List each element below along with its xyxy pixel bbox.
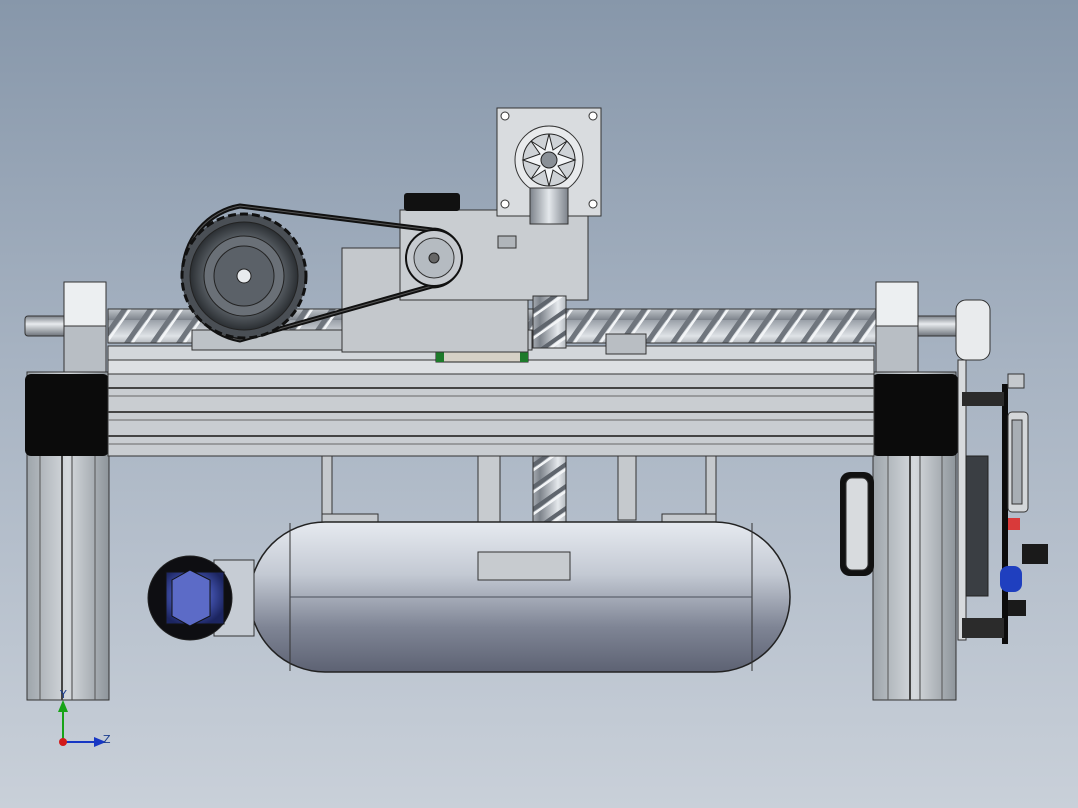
side-wheel bbox=[840, 299, 991, 641]
bevel-gear bbox=[521, 133, 577, 225]
gas-tank bbox=[249, 521, 791, 673]
small-pulley bbox=[405, 229, 463, 287]
base-frame bbox=[107, 359, 875, 457]
large-pulley bbox=[180, 212, 308, 340]
carriage-block bbox=[191, 193, 589, 353]
left-bearing-block bbox=[63, 281, 107, 373]
right-post bbox=[872, 371, 958, 701]
triad-y-label: Y bbox=[60, 688, 67, 701]
view-triad[interactable] bbox=[58, 700, 106, 747]
tank-valve bbox=[147, 555, 255, 641]
left-post bbox=[25, 371, 110, 701]
right-bearing-block bbox=[875, 281, 919, 373]
triad-z-label: Z bbox=[103, 733, 111, 746]
control-board bbox=[962, 373, 1048, 644]
